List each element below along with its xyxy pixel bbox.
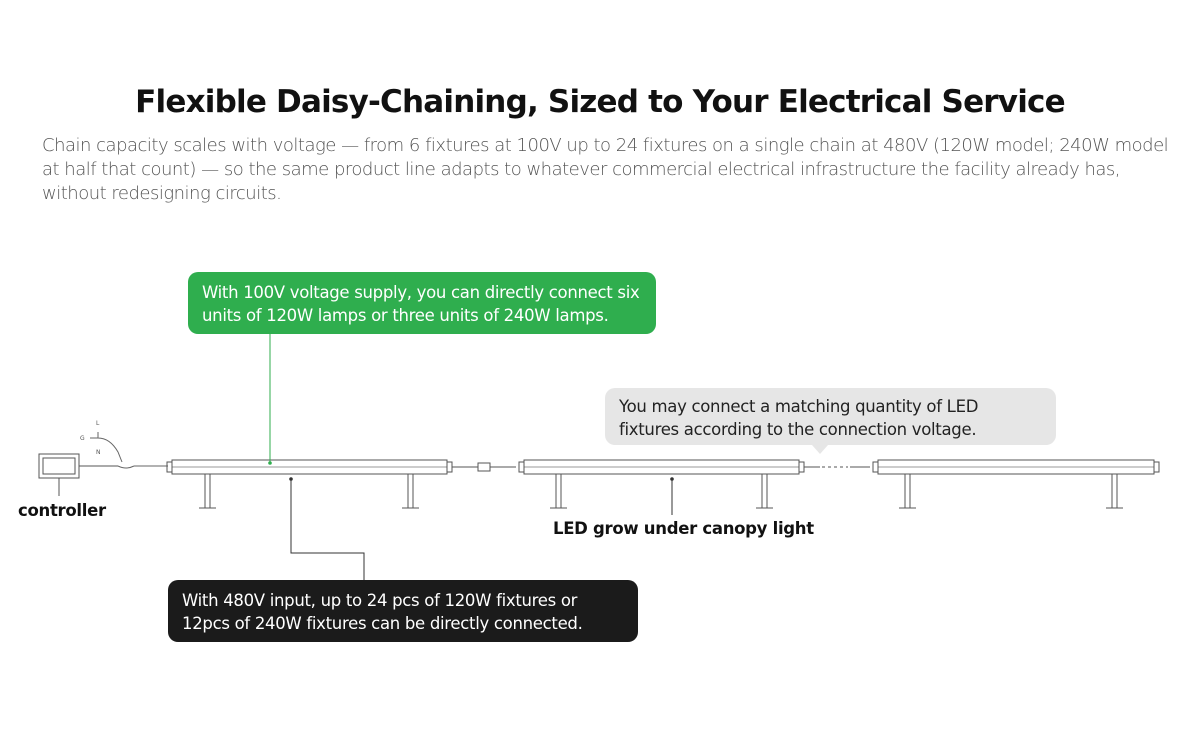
led-fixture-1 <box>166 459 453 509</box>
leader-lines <box>268 334 828 580</box>
led-fixture-2 <box>518 459 805 509</box>
controller-box <box>38 453 118 496</box>
power-input-wires <box>90 432 168 469</box>
page-title: Flexible Daisy-Chaining, Sized to Your E… <box>135 84 1065 120</box>
controller-label: controller <box>18 501 106 520</box>
wire-label-l: L <box>96 420 100 427</box>
wire-label-n: N <box>96 449 101 456</box>
callout-100v: With 100V voltage supply, you can direct… <box>188 272 656 334</box>
callout-matching-quantity: You may connect a matching quantity of L… <box>605 388 1056 445</box>
connector-cable-1 <box>452 462 516 472</box>
led-fixture-3 <box>872 459 1160 509</box>
wire-label-g: G <box>80 435 85 442</box>
led-fixture-label: LED grow under canopy light <box>553 519 814 538</box>
page-subtitle: Chain capacity scales with voltage — fro… <box>42 135 1169 204</box>
callout-480v: With 480V input, up to 24 pcs of 120W fi… <box>168 580 638 642</box>
